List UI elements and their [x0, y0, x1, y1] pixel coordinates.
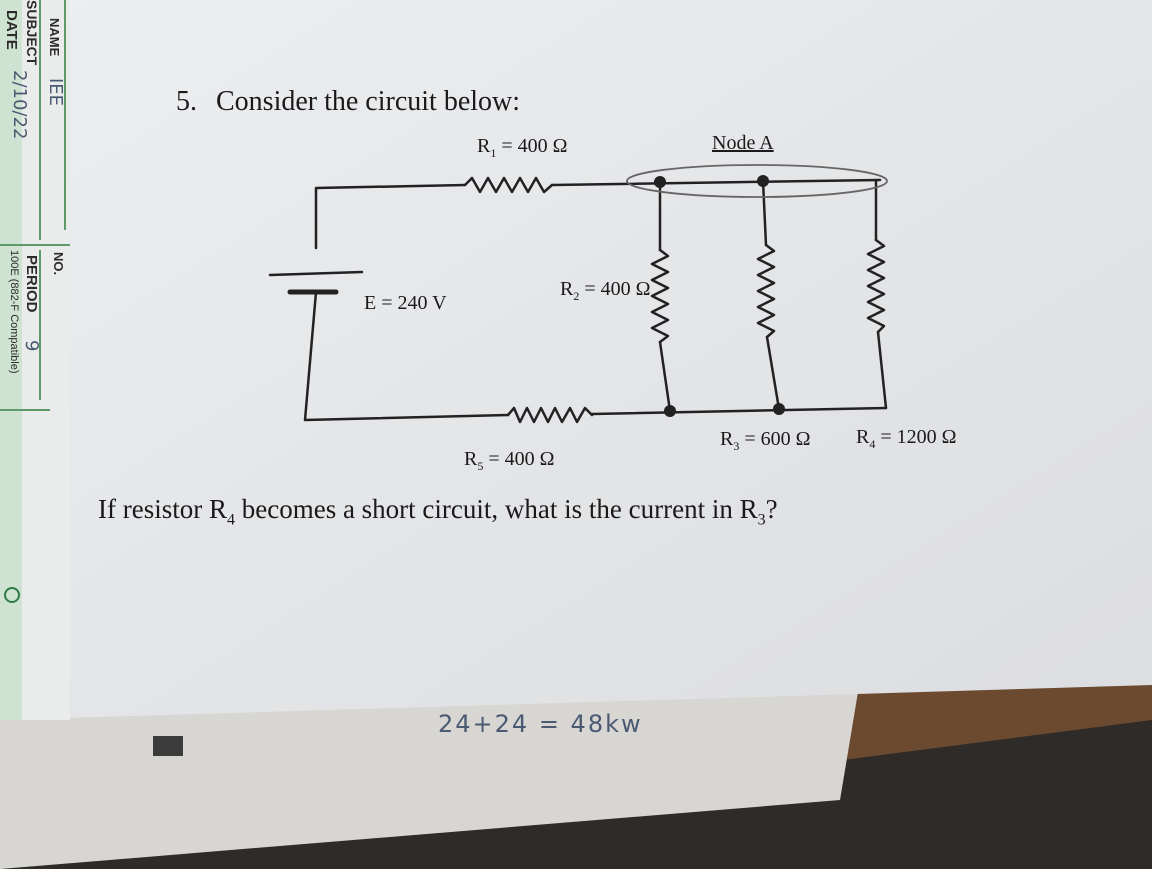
node-a-ellipse — [626, 164, 888, 198]
r2-label: R2 = 400 Ω — [560, 278, 651, 303]
side-period-label: PERIOD — [23, 255, 40, 313]
r3-label: R3 = 600 Ω — [720, 428, 811, 453]
emf-label: E = 240 V — [364, 292, 447, 314]
question-number: 5. — [176, 86, 197, 117]
junction-dot — [664, 405, 676, 417]
side-form-code: 100E (882-F Compatible) — [8, 250, 20, 374]
dark-mark — [153, 736, 183, 756]
question-heading: 5. Consider the circuit below: — [176, 86, 520, 118]
side-subject-label: SUBJECT — [24, 0, 40, 66]
side-period-value: 9 — [21, 340, 42, 352]
side-form-band — [0, 0, 22, 720]
resistor-r4 — [866, 238, 886, 334]
r4-label: R4 = 1200 Ω — [856, 426, 957, 451]
question-prompt: Consider the circuit below: — [216, 86, 521, 117]
node-a-label: Node A — [712, 132, 774, 154]
battery-long-plate — [268, 270, 364, 277]
resistor-r1 — [463, 176, 554, 194]
junction-dot — [654, 176, 666, 188]
side-date-label: DATE — [3, 10, 20, 50]
side-no-label: NO. — [51, 252, 66, 276]
r5-label: R5 = 400 Ω — [464, 448, 555, 473]
side-name-label: NAME — [47, 18, 62, 57]
wire-left — [303, 290, 510, 422]
r1-label: R1 = 400 Ω — [477, 135, 568, 160]
resistor-r3 — [756, 243, 776, 339]
resistor-r2 — [650, 248, 670, 344]
wire-top-left — [314, 183, 467, 250]
side-subject-value: IEE — [45, 78, 66, 107]
resistor-r5 — [506, 406, 594, 424]
junction-dot — [773, 403, 785, 415]
side-date-value: 2/10/22 — [9, 70, 30, 140]
lower-sheet — [0, 680, 860, 869]
worksheet-paper — [0, 0, 1152, 720]
handwritten-note: 24+24 = 48kw — [438, 710, 643, 738]
question-ask: If resistor R4 becomes a short circuit, … — [98, 494, 778, 529]
recycle-icon — [4, 587, 20, 603]
circuit-diagram — [268, 164, 888, 424]
junction-dot — [757, 175, 769, 187]
